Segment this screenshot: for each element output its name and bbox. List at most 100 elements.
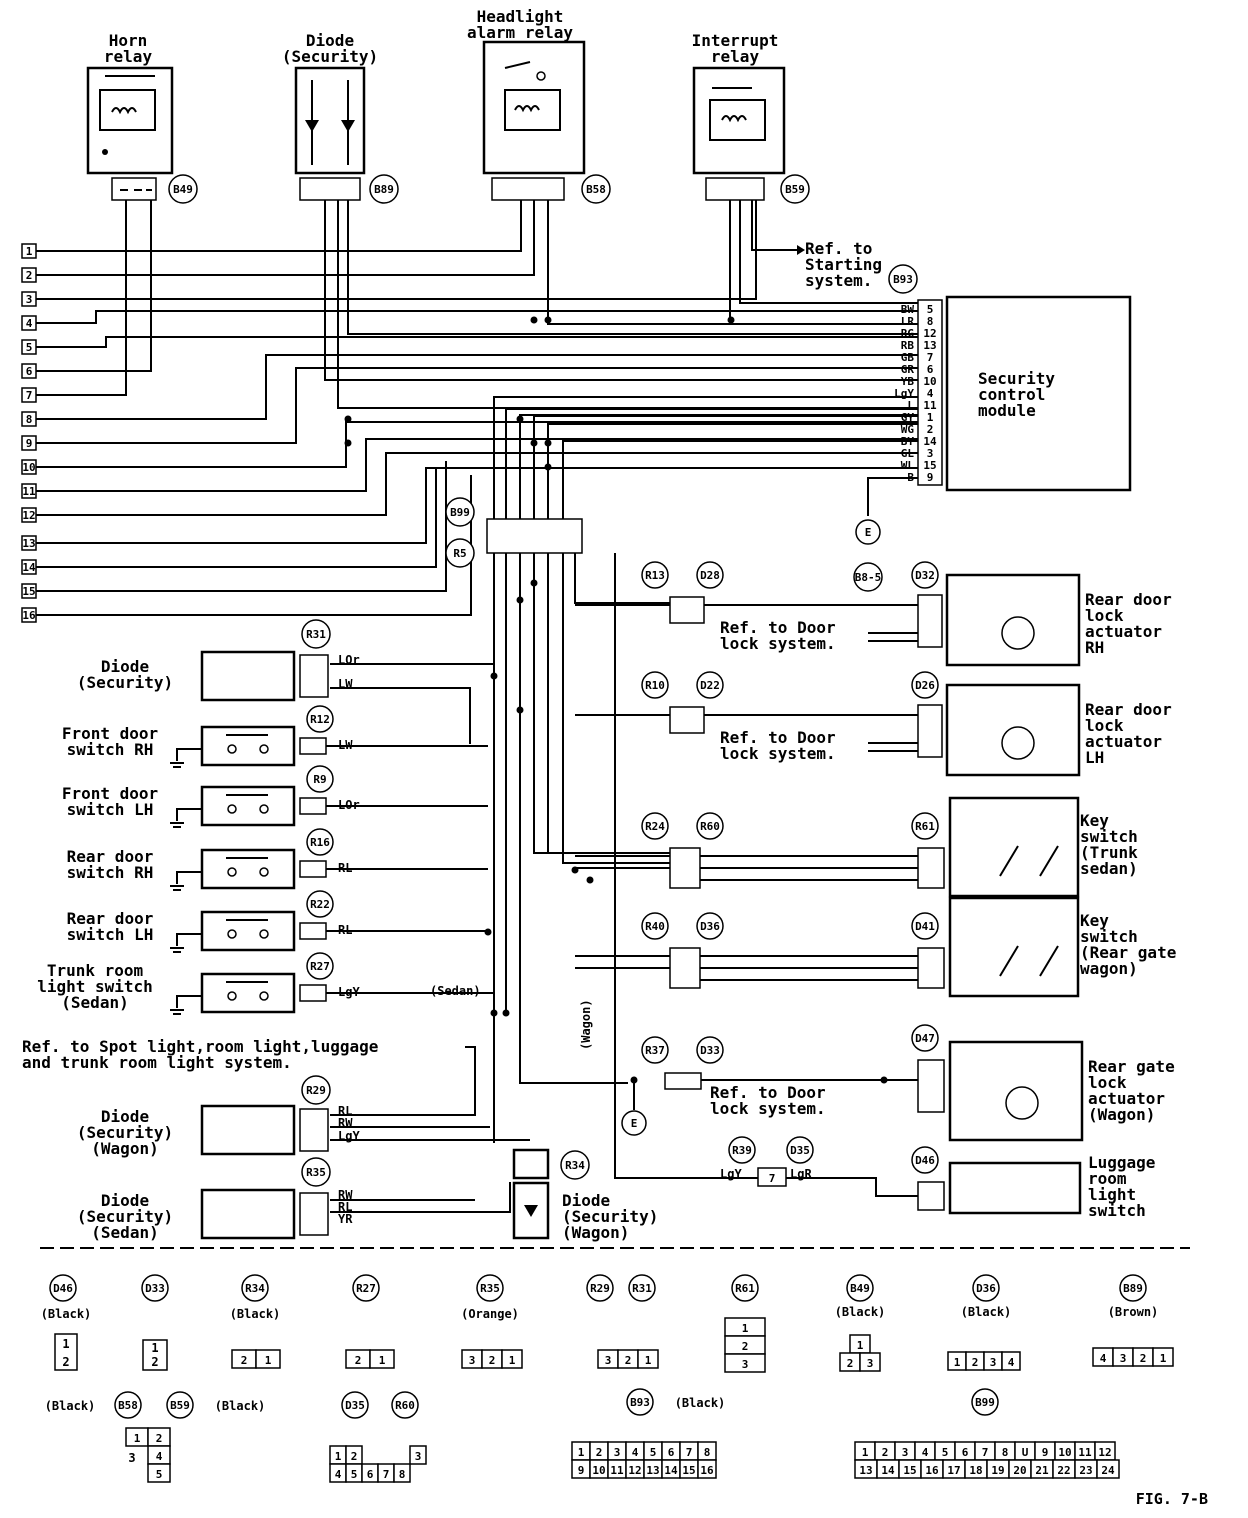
label-rear-gate-lock-actuator: Rear gate — [1088, 1057, 1175, 1076]
legend-r60c-pin-box — [393, 1463, 411, 1483]
security-control-module — [945, 295, 1132, 492]
tag-R37 — [641, 1036, 669, 1064]
legend-b99b-pin-box — [1096, 1459, 1120, 1479]
label-rear-door-lock-actuator-rh: lock — [1085, 606, 1124, 625]
label-key-switch-rear-gate: switch — [1080, 927, 1138, 946]
svg-text:R31: R31 — [306, 628, 326, 641]
tag-D47 — [911, 1024, 939, 1052]
svg-text:R35: R35 — [306, 1166, 326, 1179]
left-terminal-label-7: 7 — [26, 389, 33, 402]
legend-d36-pin-label: 3 — [990, 1356, 997, 1369]
legend-d33-box — [142, 1339, 168, 1371]
module-pin-8: 8 — [927, 315, 934, 328]
key-contacts — [999, 945, 1059, 977]
tag-label-R39: R39 — [732, 1144, 752, 1157]
actuator-connector — [917, 594, 943, 648]
svg-text:RL: RL — [338, 1200, 352, 1214]
legend-b99b-pin-label: 19 — [991, 1464, 1004, 1477]
legend-r34-pin-label: 2 — [241, 1354, 248, 1367]
module-pin-12: 12 — [923, 327, 936, 340]
junction-dot-13 — [516, 706, 524, 714]
switch-label-line: switch LH — [67, 925, 154, 944]
legend-b49b-pin-label: 2 — [847, 1357, 854, 1370]
key-connector — [669, 847, 701, 889]
switch-contact — [259, 929, 269, 939]
svg-text:Diode(Security)(Wagon): Diode(Security)(Wagon) — [562, 1191, 658, 1242]
label-rear-door-lock-actuator-lh: lock — [1085, 716, 1124, 735]
wire-3 — [36, 310, 918, 324]
legend-text: 2 — [62, 1355, 69, 1369]
key-sw-connector — [917, 947, 945, 989]
legend-tag-label-R35: R35 — [480, 1282, 500, 1295]
d47-connector — [917, 1059, 945, 1113]
diode-r29 — [200, 1104, 296, 1156]
wire-14 — [36, 461, 447, 592]
key-contacts — [999, 845, 1059, 877]
junction-dot-2 — [516, 415, 524, 423]
legend-b99a-pin-label: 8 — [1002, 1446, 1009, 1459]
module-wire-RB: RB — [901, 339, 915, 352]
module-pin-7: 7 — [927, 351, 934, 364]
switch-label-line: switch RH — [67, 863, 154, 882]
legend-b93b-pin-box — [697, 1459, 717, 1479]
module-pin-14: 14 — [923, 435, 937, 448]
legend-text: (Black) — [41, 1307, 92, 1321]
tag-label-D36: D36 — [700, 920, 720, 933]
wire-17 — [547, 200, 918, 325]
legend-tag-label-D33: D33 — [145, 1282, 165, 1295]
switch-ground — [170, 808, 202, 828]
tag-D22 — [696, 671, 724, 699]
wire-34 — [574, 553, 670, 604]
r31-wires — [330, 663, 494, 744]
switch-label-line: (Sedan) — [61, 993, 128, 1012]
left-terminal-label-4: 4 — [26, 317, 33, 330]
legend-b99a-pin-label: 10 — [1058, 1446, 1071, 1459]
legend-b99a-pin-label: 11 — [1078, 1446, 1092, 1459]
svg-text:Diode(Security)(Wagon): Diode(Security)(Wagon) — [77, 1107, 173, 1158]
left-terminal-label-1: 1 — [26, 245, 33, 258]
svg-text:B58: B58 — [586, 183, 606, 196]
legend-d36-pin-label: 4 — [1008, 1356, 1015, 1369]
actuator-wires — [575, 714, 918, 752]
left-terminal-label-11: 11 — [22, 485, 36, 498]
wire-11 — [36, 452, 918, 516]
left-terminal-label-12: 12 — [22, 509, 35, 522]
module-pin-15: 15 — [923, 459, 936, 472]
switch-label-line: Front door — [62, 724, 158, 743]
legend-tag-label-D36: D36 — [976, 1282, 996, 1295]
legend-b93b-pin-label: 12 — [628, 1464, 641, 1477]
legend-b59a-pin-label: 1 — [134, 1432, 141, 1445]
switch-label-line: Front door — [62, 784, 158, 803]
svg-text:R34: R34 — [565, 1159, 585, 1172]
diode-security-top: Diode(Security) — [282, 31, 378, 201]
wire-4 — [36, 336, 918, 348]
legend-tag-label-B89: B89 — [1123, 1282, 1143, 1295]
legend-tag-label-R29: R29 — [590, 1282, 610, 1295]
tag-label-D47: D47 — [915, 1032, 935, 1045]
legend-r31-pin-label: 3 — [605, 1354, 612, 1367]
switch-body — [200, 848, 296, 890]
tag-D41 — [911, 912, 939, 940]
label-luggage-room-light-switch: Luggage — [1088, 1153, 1155, 1172]
legend-r60c-pin-label: 8 — [399, 1468, 406, 1481]
tag-label-R24: R24 — [645, 820, 665, 833]
legend-b89-pin-label: 2 — [1140, 1352, 1147, 1365]
b8-5-tag — [853, 562, 883, 592]
legend-tag-D36 — [972, 1274, 1000, 1302]
left-terminal-label-3: 3 — [26, 293, 33, 306]
label-rear-gate-lock-actuator: (Wagon) — [1088, 1105, 1155, 1124]
junction-dot-11 — [502, 1009, 510, 1017]
key-switch-key_switch_rear_gate — [948, 896, 1080, 998]
legend-r60c-pin-label: 6 — [367, 1468, 374, 1481]
legend-tag-label-B49: B49 — [850, 1282, 870, 1295]
legend-tag-label-B58: B58 — [118, 1399, 138, 1412]
wire-13 — [36, 467, 437, 568]
legend-b99b-pin-label: 14 — [881, 1464, 895, 1477]
actuator-rear_door_lock_actuator_lh — [945, 683, 1081, 777]
legend-tag-label-D46: D46 — [53, 1282, 73, 1295]
wire-12 — [36, 467, 918, 544]
module-wire-GL: GL — [901, 447, 915, 460]
legend-b99a-pin-label: U — [1022, 1446, 1029, 1459]
